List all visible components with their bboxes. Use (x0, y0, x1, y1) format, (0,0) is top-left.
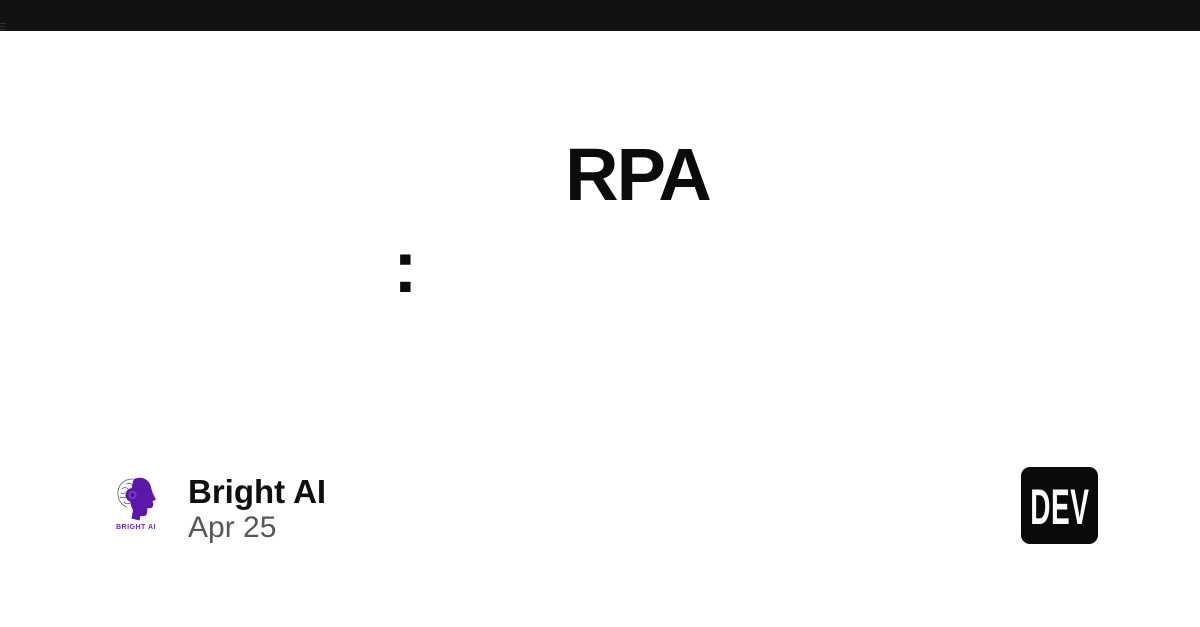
author-name: Bright AI (188, 473, 327, 510)
brain-sketch-icon (117, 478, 134, 508)
article-title: RPA (565, 133, 712, 216)
dev-logo-text: DEV (1029, 479, 1090, 535)
article-title-colon: : (393, 225, 418, 308)
bright-ai-logo-avatar: BRIGHT AI (112, 475, 160, 533)
top-bar (0, 0, 1200, 31)
dev-logo: DEV (1021, 467, 1098, 544)
publish-date: Apr 25 (188, 511, 277, 544)
gear-circle-icon (125, 488, 140, 502)
head-profile-icon (130, 477, 156, 521)
edge-artifact-lines (0, 23, 6, 24)
bright-ai-logo-caption: BRIGHT AI (116, 524, 156, 531)
